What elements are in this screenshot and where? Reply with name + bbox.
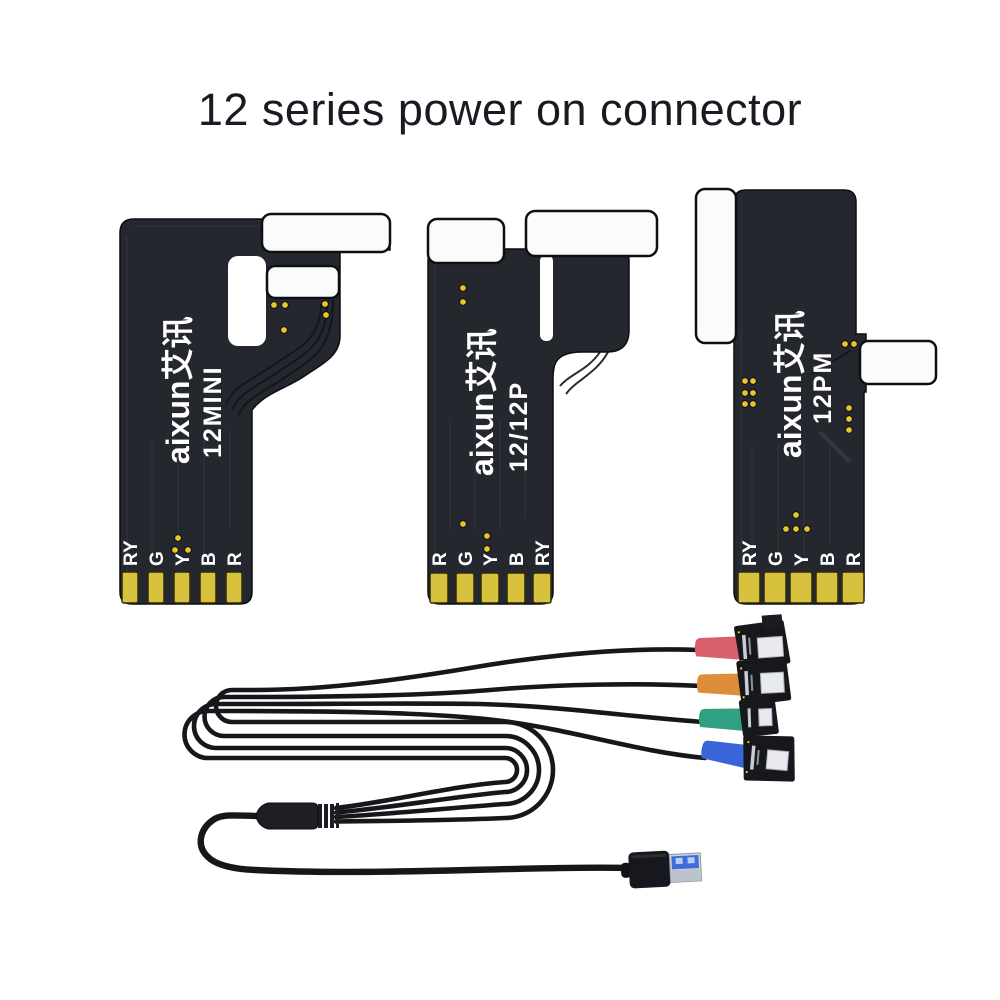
pin-label: Y (792, 553, 813, 566)
pin-label: B (818, 552, 839, 566)
main-cable (197, 812, 636, 876)
pin-labels: RY G Y B R (740, 540, 865, 566)
brand-logo: aixun艾讯 (464, 328, 500, 476)
pin-labels: RY G Y B R (121, 540, 246, 566)
pin-label: B (199, 552, 220, 566)
pin-label: RY (121, 540, 142, 566)
branch-connector-red (694, 614, 791, 670)
gold-pads (121, 571, 243, 604)
wire-branch-red (213, 647, 703, 824)
power-cable (182, 614, 795, 889)
connector-tab (858, 339, 938, 386)
flex-traces (126, 225, 380, 586)
pin-label: B (507, 552, 528, 566)
pin-label: Y (173, 553, 194, 566)
clip-metal (758, 708, 773, 727)
branch-connector-teal (698, 697, 779, 737)
brand-logo: aixun艾讯 (772, 310, 808, 458)
pin-label: G (147, 551, 168, 566)
gold-pads (737, 571, 865, 604)
wire-branch-blue (182, 708, 708, 811)
connector-tab (694, 187, 738, 345)
usb-pin (687, 857, 695, 864)
branch-connector-blue (701, 735, 795, 782)
connector-tab (265, 264, 341, 300)
clip-marking (750, 674, 754, 691)
pin-label: G (456, 551, 477, 566)
pin-label: R (844, 552, 865, 566)
branch-boot-teal (698, 708, 749, 731)
clip-marking (741, 634, 748, 660)
branch-boot-orange (696, 673, 747, 696)
usb-pin (675, 857, 683, 865)
brand-logo: aixun艾讯 (160, 316, 196, 464)
flex-cable-12pm: aixun艾讯 12PM RY G Y B R (694, 187, 938, 605)
wire-branch-orange (202, 682, 704, 820)
model-label: 12MINI (199, 365, 227, 458)
usb-body (628, 850, 671, 889)
clip-cap (761, 614, 783, 629)
clip-metal (765, 749, 790, 772)
usb-metal-shade (670, 868, 702, 883)
solder-dots (459, 284, 491, 553)
cable-splitter (255, 802, 339, 830)
flex-body (427, 248, 630, 605)
pin-label: Y (481, 553, 502, 566)
branch-connector-orange (696, 656, 792, 706)
branch-boot-red (694, 636, 745, 660)
product-title: 12 series power on connector (197, 84, 803, 135)
clip-metal (756, 635, 785, 659)
wire-branches (182, 647, 708, 824)
flex-traces (740, 197, 852, 586)
flex-cable-12-12p: aixun艾讯 12/12P R G Y B RY (426, 209, 659, 605)
pin-label: RY (740, 540, 761, 566)
branch-boot-blue (701, 740, 753, 769)
connector-tab (524, 209, 659, 258)
flex-traces (434, 256, 609, 586)
connector-tab (426, 217, 506, 265)
model-label: 12/12P (505, 381, 533, 472)
usb-plug (620, 850, 703, 889)
clip-marking (756, 749, 760, 766)
flex-cable-12mini: aixun艾讯 12MINI RY G Y B R (119, 212, 392, 605)
solder-dots (171, 300, 330, 554)
flex-cutout (540, 255, 553, 341)
clip-marking (748, 637, 752, 655)
gold-pads (429, 572, 552, 604)
clip-marking (747, 708, 752, 728)
clip-metal (759, 671, 785, 694)
pin-label: R (225, 552, 246, 566)
wire-branch-teal (191, 701, 706, 815)
pin-label: RY (533, 540, 554, 566)
clip-marking (744, 671, 749, 696)
solder-dots (741, 340, 858, 533)
usb-body-highlight (631, 853, 667, 859)
flex-cutout (228, 256, 266, 346)
connector-tab (260, 212, 392, 254)
model-label: 12PM (809, 351, 837, 424)
pin-label: R (430, 552, 451, 566)
pin-label: G (766, 551, 787, 566)
usb-strain-relief (620, 862, 632, 878)
pin-labels: R G Y B RY (430, 540, 554, 566)
usb-tongue (671, 854, 699, 870)
clip-marking (749, 745, 756, 770)
